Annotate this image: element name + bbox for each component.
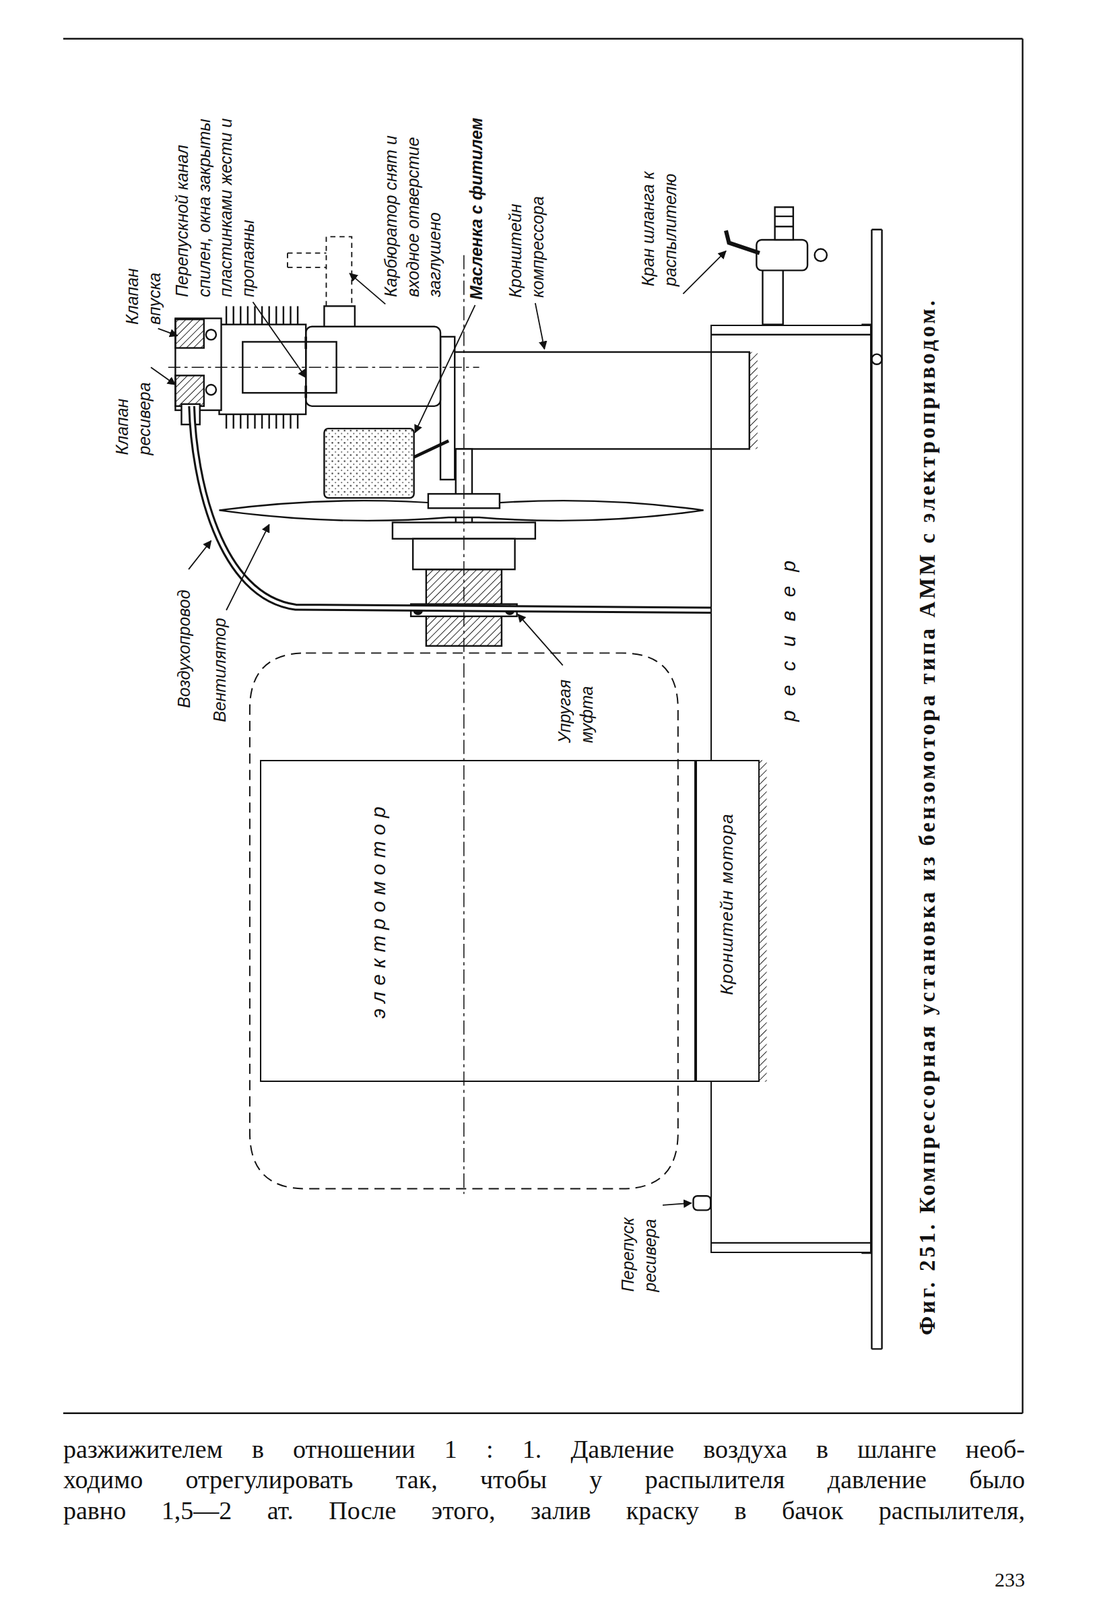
part-label: Вентилятор	[208, 614, 231, 722]
tap-body	[756, 239, 808, 271]
leader-line	[150, 367, 176, 385]
cylinder-axis	[168, 367, 480, 369]
leader-line	[226, 524, 270, 611]
part-label: Перепуск ресивера	[616, 1207, 660, 1292]
inlet-boss	[323, 305, 355, 326]
bracket-plate	[440, 336, 455, 480]
part-label: Кран шланга к распылителю	[637, 158, 681, 287]
motor-body: электромотор	[259, 759, 695, 1081]
part-label: Кронштейн компрессора	[504, 183, 549, 298]
leader-line	[158, 328, 178, 337]
leader-line	[662, 1202, 691, 1205]
leader-lines	[150, 251, 726, 1205]
part-note: Карбюратор снят и входное отверстие загл…	[379, 94, 446, 297]
crankcase	[305, 326, 441, 407]
page-rule	[63, 39, 1023, 1413]
leader-line	[535, 303, 545, 349]
part-label: Клапан ресивера	[110, 371, 155, 456]
node-label: Кронштейн мотора	[716, 812, 738, 995]
cylinder-head	[175, 318, 221, 411]
intake-valve	[175, 319, 204, 348]
removed-carburetor	[287, 236, 352, 306]
leader-line	[517, 614, 563, 666]
part-label: Масленка с фитилем	[465, 97, 488, 300]
drain-nub	[692, 1195, 711, 1210]
part-note: Перепускной канал спилен, окна закрыты п…	[171, 94, 259, 297]
body-text: ходимо отрегулировать так, чтобы у распы…	[63, 1466, 1025, 1492]
shaft-axis	[463, 255, 465, 1194]
node-label: электромотор	[366, 800, 391, 1019]
drawing	[63, 39, 1023, 1413]
part-label: Воздухопровод	[172, 573, 195, 708]
bypass-channel	[304, 336, 308, 398]
receiver-valve	[175, 375, 204, 406]
oiler-tube	[414, 440, 449, 457]
motor-bracket: Кронштейн мотора	[695, 759, 760, 1081]
body-text: разжижителем в отношении 1 : 1. Давление…	[63, 1435, 1025, 1462]
part-label: Клапан впуска	[120, 257, 165, 325]
valve-spring	[206, 384, 217, 395]
hose-nozzle	[775, 206, 794, 240]
leader-line	[682, 251, 726, 295]
node-label: ресивер	[776, 546, 801, 722]
part-label: Упругая муфта	[552, 668, 597, 743]
leader-line	[188, 540, 211, 570]
cut-hatch	[759, 759, 768, 1081]
valve-spring	[206, 329, 217, 340]
compressor-bracket	[453, 352, 750, 450]
hose-barb	[775, 216, 794, 227]
leader-line	[349, 273, 386, 304]
body-text: равно 1,5—2 ат. После этого, залив краск…	[63, 1497, 1025, 1523]
page-number: 233	[994, 1569, 1025, 1590]
cut-hatch	[749, 352, 758, 450]
oiler	[323, 428, 414, 498]
bolt	[871, 354, 882, 365]
figure-caption: Фиг. 251. Компрессорная установка из бен…	[914, 297, 942, 1335]
tap-handle	[725, 230, 760, 253]
leader-line	[252, 301, 306, 378]
air-pipe-bore	[191, 406, 712, 611]
tap-knob	[814, 249, 827, 262]
base-plate	[861, 229, 882, 1349]
tap-stub	[762, 267, 783, 325]
leader-line	[414, 305, 475, 433]
cylinder	[219, 324, 307, 415]
air-pipe	[191, 406, 712, 611]
